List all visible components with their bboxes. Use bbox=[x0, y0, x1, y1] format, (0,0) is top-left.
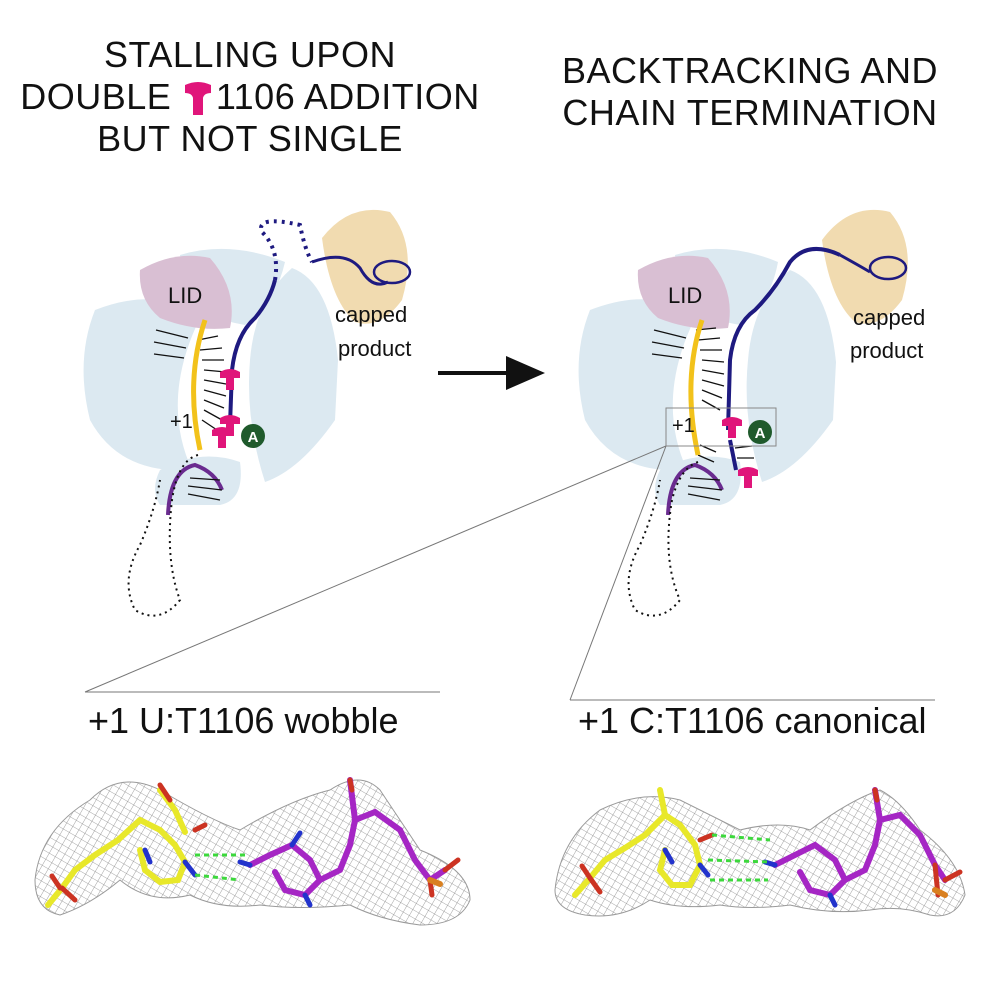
right-structure-caption: +1 C:T1106 canonical bbox=[578, 700, 927, 741]
right-a-site-label: A bbox=[755, 425, 766, 442]
right-zoom-box bbox=[665, 407, 777, 447]
zoom-guides bbox=[84, 445, 935, 701]
left-heading: STALLING UPON DOUBLE 1106 ADDITION BUT N… bbox=[20, 34, 480, 160]
left-analog-3 bbox=[212, 427, 232, 448]
right-capped-line1: capped bbox=[853, 305, 925, 330]
left-plus-one: +1 bbox=[170, 411, 193, 433]
left-product-strand bbox=[228, 279, 277, 426]
left-product-dotted bbox=[259, 219, 314, 281]
right-lid-label: LID bbox=[668, 283, 702, 308]
right-primer-ticks bbox=[687, 477, 723, 501]
right-polymerase-schematic: LID capped product bbox=[578, 209, 925, 617]
left-heading-line2-b: 1106 ADDITION bbox=[215, 76, 480, 117]
left-heading-line1: STALLING UPON bbox=[104, 34, 396, 75]
right-capped-line2: product bbox=[850, 338, 923, 363]
right-product-strand bbox=[726, 246, 841, 431]
right-plus-one: +1 bbox=[672, 415, 695, 437]
left-lid bbox=[139, 255, 232, 329]
left-lid-label: LID bbox=[168, 283, 202, 308]
right-product-tail bbox=[839, 253, 871, 274]
right-lid bbox=[637, 255, 730, 329]
left-cap-domain bbox=[322, 209, 408, 324]
right-heading-line1: BACKTRACKING AND bbox=[561, 50, 939, 91]
left-template-strand bbox=[191, 319, 208, 451]
left-capped-line2: product bbox=[338, 336, 411, 361]
left-template-loop bbox=[127, 454, 199, 617]
t1106-analog-icon bbox=[184, 82, 211, 116]
transition-arrow bbox=[438, 356, 545, 390]
right-heading: BACKTRACKING AND CHAIN TERMINATION bbox=[520, 50, 980, 134]
left-a-site-label: A bbox=[248, 429, 259, 446]
right-backtrack-ticks bbox=[734, 445, 754, 459]
right-cap-domain bbox=[822, 209, 908, 324]
left-primer-ticks bbox=[187, 477, 223, 501]
right-cap-loop bbox=[868, 255, 908, 281]
right-analog-2 bbox=[738, 467, 758, 488]
right-domain-bottom bbox=[655, 456, 741, 505]
right-analog-1 bbox=[722, 417, 742, 438]
right-domain-left bbox=[578, 299, 695, 471]
left-heading-line3: BUT NOT SINGLE bbox=[97, 118, 403, 159]
right-a-site bbox=[748, 420, 772, 444]
left-density-structure bbox=[34, 777, 471, 926]
right-heading-line2: CHAIN TERMINATION bbox=[562, 92, 938, 133]
left-domain-bottom bbox=[155, 456, 241, 505]
left-analog-2 bbox=[220, 415, 240, 436]
left-analog-1 bbox=[220, 369, 240, 390]
left-a-site bbox=[241, 424, 265, 448]
left-structure-caption: +1 U:T1106 wobble bbox=[88, 700, 399, 741]
left-heading-line2: DOUBLE 1106 ADDITION bbox=[20, 76, 480, 118]
left-product-tail bbox=[311, 255, 389, 286]
right-backtracked-strand bbox=[728, 439, 738, 471]
left-cap-loop bbox=[372, 259, 412, 285]
left-heading-line2-a: DOUBLE bbox=[20, 76, 172, 117]
right-density-structure bbox=[554, 787, 966, 917]
left-polymerase-schematic: LID capped product bbox=[83, 209, 412, 617]
left-domain-right bbox=[249, 268, 338, 482]
right-template-strand bbox=[688, 319, 705, 456]
left-capped-line1: capped bbox=[335, 302, 407, 327]
left-domain-left bbox=[83, 299, 200, 471]
right-base-pair-ticks bbox=[651, 327, 725, 463]
